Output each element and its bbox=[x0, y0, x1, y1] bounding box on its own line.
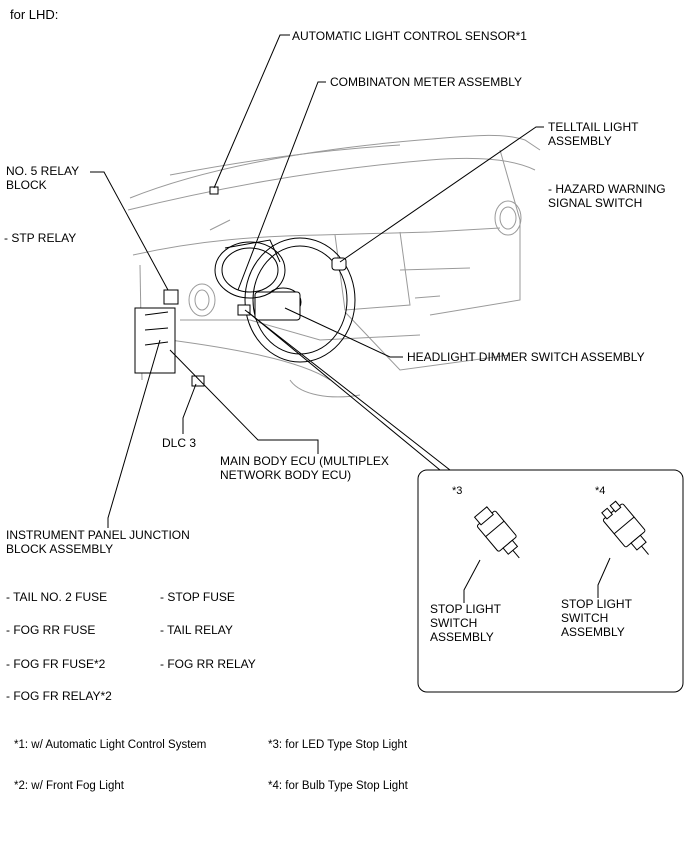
auto-light-sensor-part bbox=[209, 186, 219, 195]
junction-item-fog-rr-relay: - FOG RR RELAY bbox=[160, 657, 256, 671]
combination-meter-part bbox=[214, 239, 286, 299]
label-telltail-light: TELLTAIL LIGHT ASSEMBLY bbox=[548, 120, 639, 148]
label-stp-relay: - STP RELAY bbox=[4, 231, 77, 245]
label-stop-light-switch-3: STOP LIGHT SWITCH ASSEMBLY bbox=[430, 602, 501, 644]
junction-block-part bbox=[134, 307, 176, 374]
label-junction-block: INSTRUMENT PANEL JUNCTION BLOCK ASSEMBLY bbox=[6, 528, 190, 556]
label-dlc3: DLC 3 bbox=[162, 436, 197, 450]
label-hazard-switch: - HAZARD WARNING SIGNAL SWITCH bbox=[548, 182, 666, 210]
label-relay-block: NO. 5 RELAY BLOCK bbox=[6, 164, 80, 192]
junction-item-tail-relay: - TAIL RELAY bbox=[160, 623, 233, 637]
stop-switch-origin bbox=[237, 304, 251, 316]
junction-item-fog-fr-fuse: - FOG FR FUSE*2 bbox=[6, 657, 106, 671]
footnote-1: *1: w/ Automatic Light Control System bbox=[14, 739, 207, 751]
label-main-body-ecu: MAIN BODY ECU (MULTIPLEX NETWORK BODY EC… bbox=[220, 454, 389, 482]
inset-marker-4: *4 bbox=[595, 485, 606, 497]
detail-inset-box bbox=[417, 469, 684, 693]
junction-item-fog-fr-relay: - FOG FR RELAY*2 bbox=[6, 689, 112, 703]
stop-light-switch-led bbox=[473, 506, 520, 559]
junction-item-stop-fuse: - STOP FUSE bbox=[160, 590, 235, 604]
stop-light-switch-bulb bbox=[601, 500, 649, 555]
label-auto-light-sensor: AUTOMATIC LIGHT CONTROL SENSOR*1 bbox=[292, 29, 527, 43]
steering-wheel bbox=[244, 237, 356, 363]
junction-item-fog-rr-fuse: - FOG RR FUSE bbox=[6, 623, 96, 637]
junction-item-tail-no2-fuse: - TAIL NO. 2 FUSE bbox=[6, 590, 108, 604]
footnote-2: *2: w/ Front Fog Light bbox=[14, 780, 124, 792]
label-stop-light-switch-4: STOP LIGHT SWITCH ASSEMBLY bbox=[561, 597, 632, 639]
page-title: for LHD: bbox=[10, 7, 59, 22]
footnote-4: *4: for Bulb Type Stop Light bbox=[268, 780, 408, 792]
inset-marker-3: *3 bbox=[452, 485, 463, 497]
dlc3-part bbox=[191, 375, 205, 387]
dashboard-outline bbox=[127, 134, 541, 398]
relay-block-part bbox=[163, 289, 179, 305]
footnote-3: *3: for LED Type Stop Light bbox=[268, 739, 408, 751]
label-combination-meter: COMBINATON METER ASSEMBLY bbox=[330, 75, 523, 89]
label-headlight-dimmer: HEADLIGHT DIMMER SWITCH ASSEMBLY bbox=[407, 350, 645, 364]
telltail-light-part bbox=[331, 257, 347, 271]
